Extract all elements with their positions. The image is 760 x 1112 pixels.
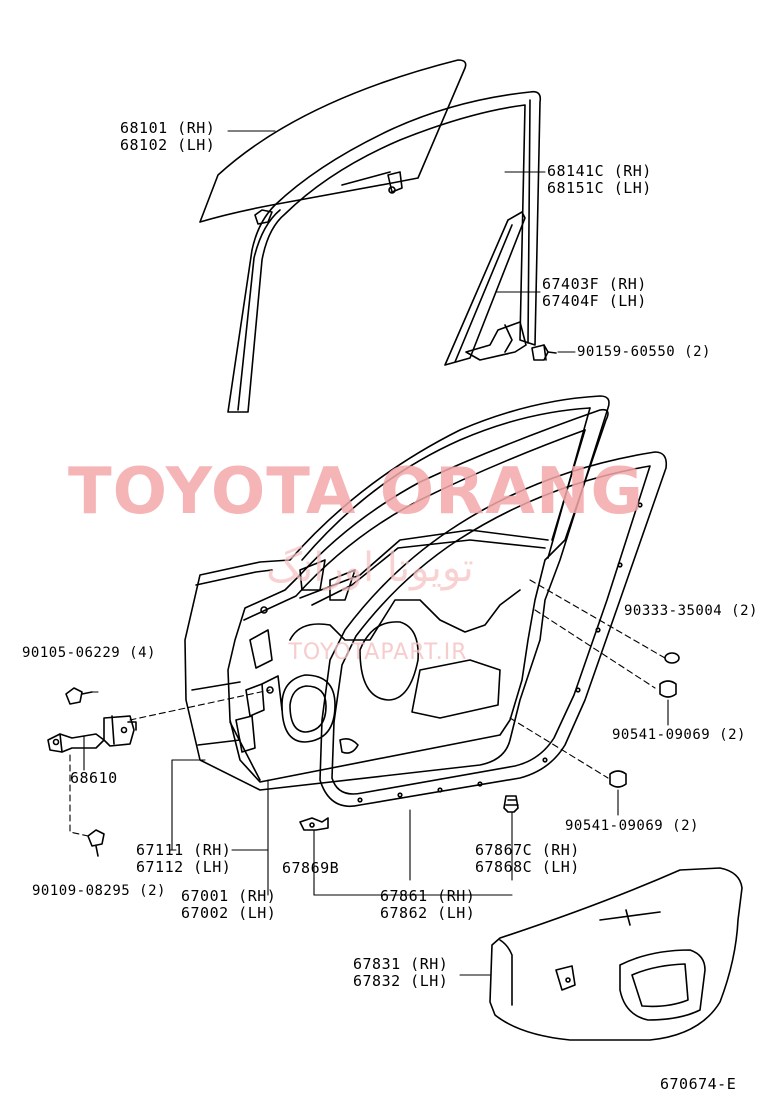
label-glass-lh: 68102 (LH) — [120, 136, 216, 154]
plug-icon — [664, 652, 680, 664]
watermark-brand: TOYOTA ORANG — [67, 455, 645, 529]
label-clip-67868c-lh: 67868C (LH) — [475, 858, 580, 876]
label-rear-channel-lh: 67404F (LH) — [542, 292, 647, 310]
label-plug-90333: 90333-35004 (2) — [624, 603, 758, 619]
door-inner-frame — [227, 408, 609, 783]
label-bolt-90109: 90109-08295 (2) — [32, 883, 166, 899]
label-service-cover-lh: 67832 (LH) — [353, 972, 449, 990]
dashed-leaders — [69, 579, 666, 837]
label-clip-67867c-rh: 67867C (RH) — [475, 841, 580, 859]
label-weatherstrip-body-lh: 67862 (LH) — [380, 904, 476, 922]
clip-icon — [503, 795, 519, 813]
label-clip-67869b: 67869B — [282, 859, 340, 877]
label-rear-channel-rh: 67403F (RH) — [542, 275, 647, 293]
label-weatherstrip-body-rh: 67861 (RH) — [380, 887, 476, 905]
label-bolt-90105: 90105-06229 (4) — [22, 645, 156, 661]
label-plug-90541-a: 90541-09069 (2) — [612, 727, 746, 743]
door-weatherstrip — [319, 451, 668, 807]
door-glass — [199, 59, 467, 225]
label-run-channel-lh: 68151C (LH) — [547, 179, 652, 197]
rear-lower-channel — [444, 211, 527, 366]
clip-icon — [299, 817, 329, 831]
label-bolt-90159: 90159-60550 (2) — [577, 344, 711, 360]
label-glass-rh: 68101 (RH) — [120, 119, 216, 137]
hinge-icon — [47, 715, 137, 753]
bolt-icon — [87, 829, 105, 857]
door-outer-panel — [184, 395, 610, 791]
label-run-channel-rh: 68141C (RH) — [547, 162, 652, 180]
watermark-site: TOYOTAPART.IR — [288, 640, 468, 665]
bolt-icon — [65, 687, 93, 705]
service-hole-cover — [489, 867, 743, 1041]
label-hinge: 68610 — [70, 769, 118, 787]
leader-lines — [83, 130, 669, 976]
label-service-cover-rh: 67831 (RH) — [353, 955, 449, 973]
diagram-code: 670674-E — [660, 1075, 737, 1093]
glass-run-channel — [227, 90, 542, 413]
label-door-panel-rh: 67001 (RH) — [181, 887, 277, 905]
plug-icon — [659, 680, 677, 698]
label-door-panel-lh: 67002 (LH) — [181, 904, 277, 922]
plug-icon — [609, 770, 627, 788]
label-weatherstrip-door-lh: 67112 (LH) — [136, 858, 232, 876]
watermark-persian: تويوتا اورانگ — [266, 545, 474, 591]
label-weatherstrip-door-rh: 67111 (RH) — [136, 841, 232, 859]
bolt-icon — [531, 344, 557, 361]
label-plug-90541-b: 90541-09069 (2) — [565, 818, 699, 834]
